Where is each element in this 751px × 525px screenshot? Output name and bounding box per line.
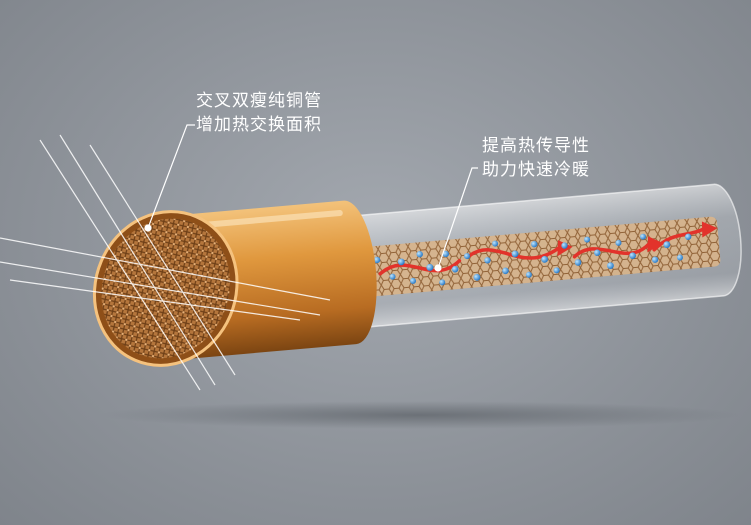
annotation-leaders bbox=[144, 124, 478, 272]
flow-arrows bbox=[378, 227, 705, 276]
tube-shadow bbox=[100, 401, 740, 429]
heat-particles bbox=[373, 233, 692, 286]
annotation-conductivity-line1: 提高热传导性 bbox=[482, 136, 590, 156]
copper-tube-section bbox=[92, 200, 377, 367]
annotation-conductivity-line2: 助力快速冷暖 bbox=[482, 160, 590, 180]
annotation-inner-groove: 交叉双瘦纯铜管 增加热交换面积 bbox=[196, 89, 322, 137]
annotation-inner-groove-line2: 增加热交换面积 bbox=[196, 115, 322, 135]
light-streaks bbox=[0, 134, 331, 391]
tube-glass-section bbox=[324, 183, 742, 331]
annotation-inner-groove-line1: 交叉双瘦纯铜管 bbox=[196, 91, 322, 111]
annotation-conductivity: 提高热传导性 助力快速冷暖 bbox=[482, 134, 590, 182]
